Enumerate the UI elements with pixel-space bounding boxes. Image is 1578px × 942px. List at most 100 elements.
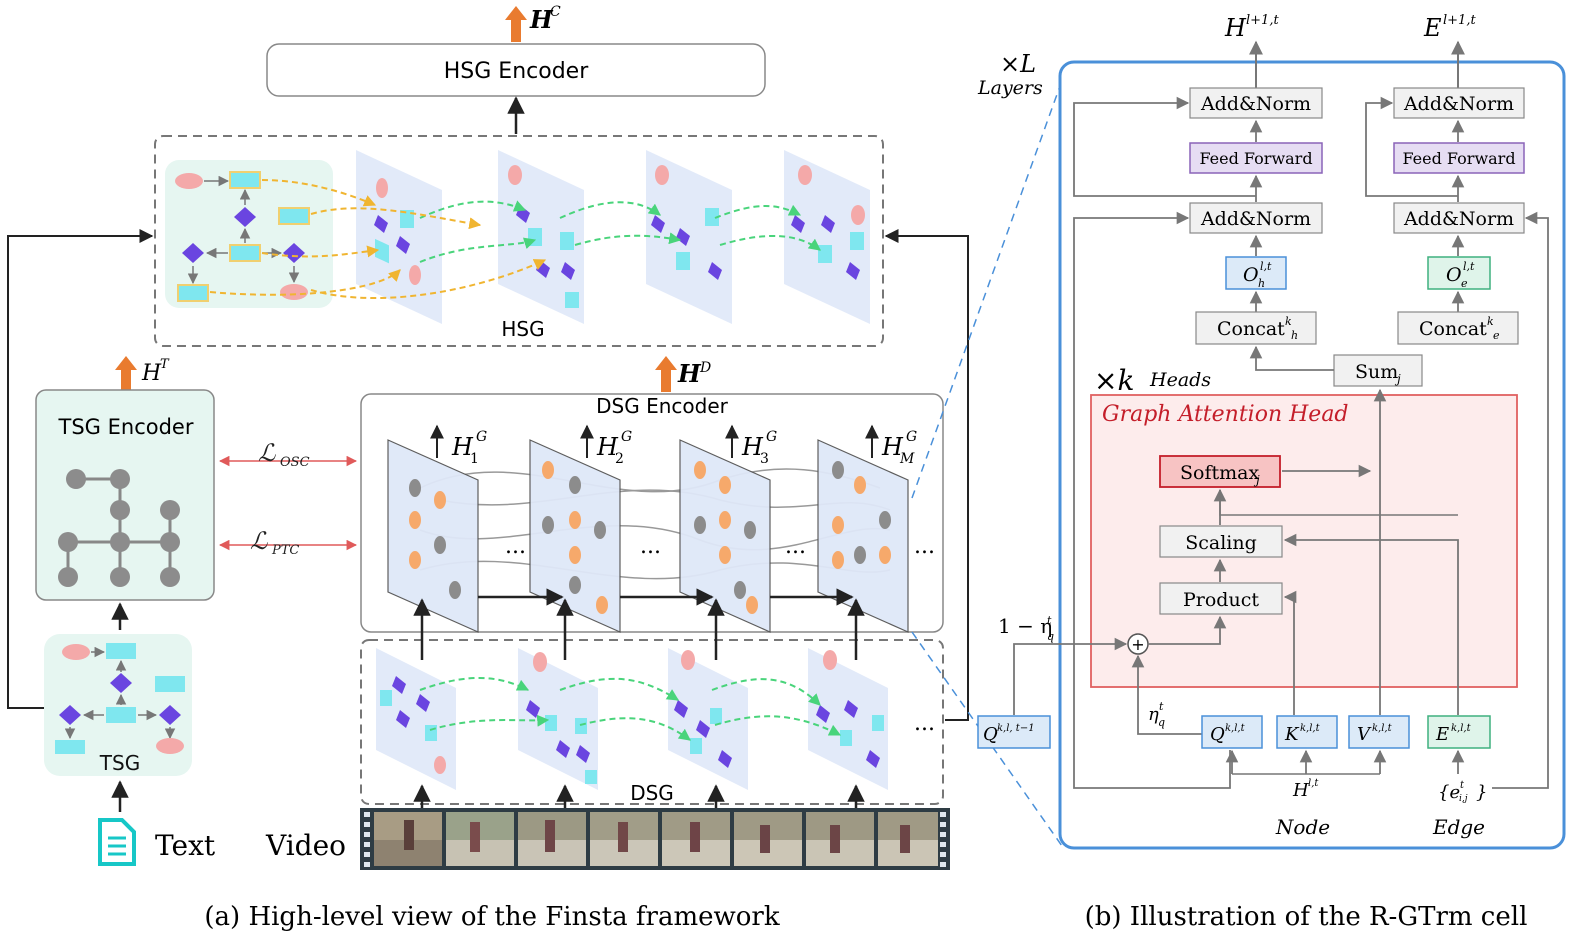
- caption-b: (b) Illustration of the R-GTrm cell: [1085, 902, 1528, 932]
- edge-input-close: }: [1476, 782, 1487, 803]
- edge-add-norm-top-label: Add&Norm: [1403, 93, 1514, 115]
- node-concat-sub: h: [1291, 329, 1298, 342]
- loss-ptc-sub: PTC: [271, 543, 299, 558]
- hd-output: H D: [655, 356, 711, 392]
- v-sup: k,l,t: [1372, 723, 1393, 734]
- edge-input: {e: [1438, 782, 1460, 803]
- hsg-label: HSG: [501, 317, 544, 341]
- loss-osc-sub: OSC: [280, 455, 310, 470]
- edge-o-e: [1427, 256, 1491, 290]
- sum-label: Sum: [1355, 361, 1398, 383]
- video-frames: [374, 812, 938, 866]
- node-top-output: H: [1224, 14, 1247, 42]
- edge-label: Edge: [1432, 815, 1485, 839]
- heads-times: ×k: [1094, 364, 1134, 397]
- hsg-encoder-label: HSG Encoder: [444, 59, 589, 84]
- edge-top-output: E: [1423, 14, 1442, 42]
- frame-output-4: H: [881, 433, 904, 461]
- tsg-graph: TSG: [44, 634, 192, 776]
- edge-concat-label: Concat: [1419, 318, 1487, 340]
- edge-input-sub: i,j: [1459, 794, 1468, 804]
- edge-o-e-label: O: [1446, 264, 1462, 286]
- tsg-encoder-tree: [58, 469, 180, 587]
- node-add-norm-bottom: [1189, 202, 1323, 234]
- frame-output-2-sub: 2: [615, 451, 624, 467]
- sum-box: [1333, 354, 1423, 387]
- dsg-encoder-label: DSG Encoder: [596, 394, 728, 418]
- encoder-plane-3: [679, 439, 771, 633]
- ht-output: H T: [115, 356, 170, 392]
- hd-sup: D: [699, 360, 711, 376]
- v-label: V: [1357, 724, 1372, 745]
- encoder-ellipsis-2: ...: [640, 534, 661, 559]
- layers-times: ×L: [1000, 50, 1036, 78]
- softmax-box: [1159, 455, 1281, 488]
- hsg-plane-2: [498, 150, 584, 324]
- panel-b: ×L Layers H l+1,t E l+1,t Add&Norm Feed …: [977, 13, 1566, 932]
- ht-label: H: [141, 361, 162, 386]
- edge-top-output-sup: l+1,t: [1443, 13, 1476, 28]
- dsg-planes: [376, 648, 888, 790]
- encoder-ellipsis-3: ...: [785, 534, 806, 559]
- text-label: Text: [155, 829, 216, 862]
- q-prev-sup: k,l, t−1: [997, 723, 1035, 734]
- hsg-text-graph: [165, 160, 333, 308]
- video-label: Video: [265, 829, 346, 862]
- hd-label: H: [677, 359, 702, 388]
- hsg-frame-planes: [209, 150, 870, 324]
- edge-add-norm-bottom-label: Add&Norm: [1403, 208, 1514, 230]
- node-feed-forward: [1189, 142, 1323, 174]
- dsg-encoder-planes: [387, 439, 909, 633]
- node-o-h-sup: l,t: [1260, 260, 1272, 273]
- tsg-label: TSG: [99, 751, 140, 775]
- dsg-label: DSG: [630, 781, 674, 805]
- frame-output-1: H: [451, 433, 474, 461]
- scaling-label: Scaling: [1185, 532, 1257, 554]
- frame-output-4-sup: G: [906, 429, 917, 445]
- node-o-h: [1225, 256, 1287, 290]
- product-label: Product: [1183, 589, 1259, 611]
- one-minus-eta-sub: q: [1047, 630, 1054, 643]
- k-box: [1276, 715, 1338, 749]
- q-box: [1201, 715, 1263, 749]
- frame-output-2: H: [596, 433, 619, 461]
- dsg-plane-1: [376, 648, 456, 790]
- eta-sub: q: [1158, 716, 1165, 729]
- node-feed-forward-label: Feed Forward: [1199, 149, 1312, 168]
- frame-output-3: H: [741, 433, 764, 461]
- h-input-sup: l,t: [1308, 778, 1319, 789]
- edge-feed-forward-label: Feed Forward: [1402, 149, 1515, 168]
- softmax-label: Softmax: [1180, 462, 1259, 484]
- v-box: [1348, 715, 1410, 749]
- eta-sup: t: [1159, 700, 1164, 713]
- hsg-plane-3: [646, 150, 732, 324]
- node-o-h-sub: h: [1258, 277, 1265, 290]
- node-concat: [1195, 311, 1317, 345]
- frame-output-2-sup: G: [621, 429, 632, 445]
- e-sup: k,l,t: [1451, 723, 1472, 734]
- encoder-ellipsis-4: ...: [914, 534, 935, 559]
- node-concat-sup: k: [1285, 315, 1292, 328]
- panel-a: H C HSG Encoder HSG: [7, 4, 969, 932]
- edge-concat: [1397, 311, 1519, 345]
- edge-feed-forward: [1393, 142, 1525, 174]
- node-concat-label: Concat: [1217, 318, 1285, 340]
- edge-input-sup: t: [1460, 780, 1465, 791]
- document-icon: [98, 818, 136, 866]
- frame-output-3-sup: G: [766, 429, 777, 445]
- heads-word: Heads: [1149, 369, 1211, 391]
- scaling-box: [1159, 525, 1283, 558]
- frame-output-3-sub: 3: [760, 451, 769, 467]
- one-minus-eta-sup: t: [1047, 614, 1052, 627]
- encoder-plane-2: [529, 439, 621, 633]
- edge-add-norm-top: [1393, 87, 1525, 119]
- eta: η: [1148, 704, 1159, 725]
- frame-outputs: H 1 G H 2 G H 3 G H M G: [430, 424, 917, 467]
- loss-osc-label: ℒ: [258, 439, 276, 467]
- hc-label: H: [529, 5, 554, 34]
- one-minus-eta: 1 − η: [998, 614, 1052, 638]
- frame-output-1-sub: 1: [470, 451, 479, 467]
- q-sup: k,l,t: [1225, 723, 1246, 734]
- product-box: [1159, 582, 1283, 615]
- hsg-encoder-box: [266, 43, 766, 97]
